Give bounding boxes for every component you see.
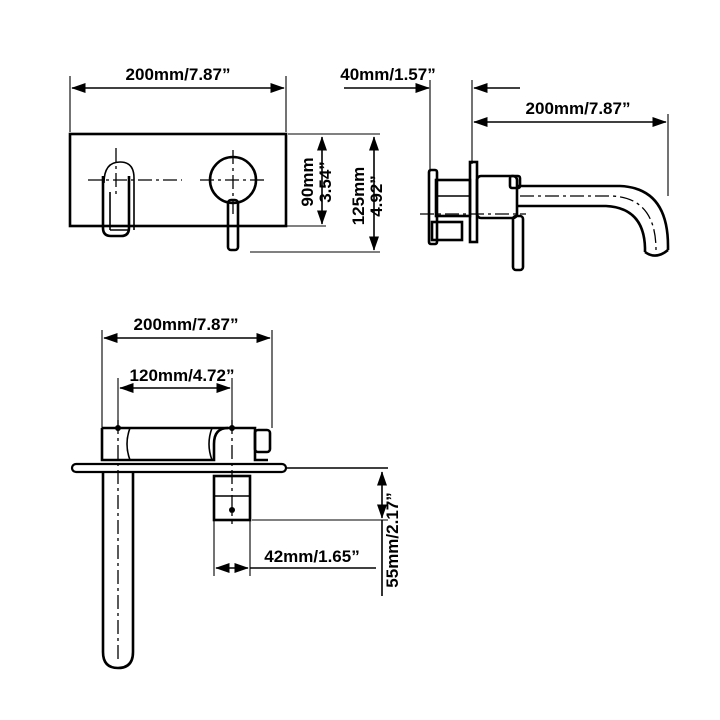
outer-height-in-label: 4.92” bbox=[367, 175, 386, 217]
valve-body-top bbox=[100, 426, 268, 462]
spout-pipe-top bbox=[101, 472, 135, 670]
side-lever bbox=[511, 214, 525, 272]
cover-plate bbox=[68, 132, 288, 228]
spout-bottom-edge bbox=[517, 204, 647, 252]
top-width-label: 200mm/7.87” bbox=[134, 315, 239, 334]
outer-height-mm-label: 125mm bbox=[349, 167, 368, 226]
center-spacing-label: 120mm/4.72” bbox=[130, 366, 235, 385]
wall-depth-label: 55mm/2.17” bbox=[383, 492, 402, 587]
front-width-label: 200mm/7.87” bbox=[126, 65, 231, 84]
spout-outlet bbox=[101, 176, 131, 238]
inner-height-in-label: 3.54” bbox=[316, 161, 335, 203]
inner-height-mm-label: 90mm bbox=[298, 157, 317, 206]
spout-length-label: 200mm/7.87” bbox=[526, 99, 631, 118]
body-depth-label: 42mm/1.65” bbox=[264, 547, 359, 566]
top-view: 200mm/7.87” 120mm/4.72” 55mm/2.17” bbox=[70, 315, 402, 670]
front-view: 200mm/7.87” 90mm 3.54” 125mm 4.92” bbox=[68, 65, 386, 253]
side-depth-label: 40mm/1.57” bbox=[340, 65, 435, 84]
wall-plate-top bbox=[70, 462, 288, 474]
side-view: 40mm/1.57” 200mm/7.87” bbox=[340, 65, 670, 272]
spout-top-edge bbox=[517, 184, 670, 250]
